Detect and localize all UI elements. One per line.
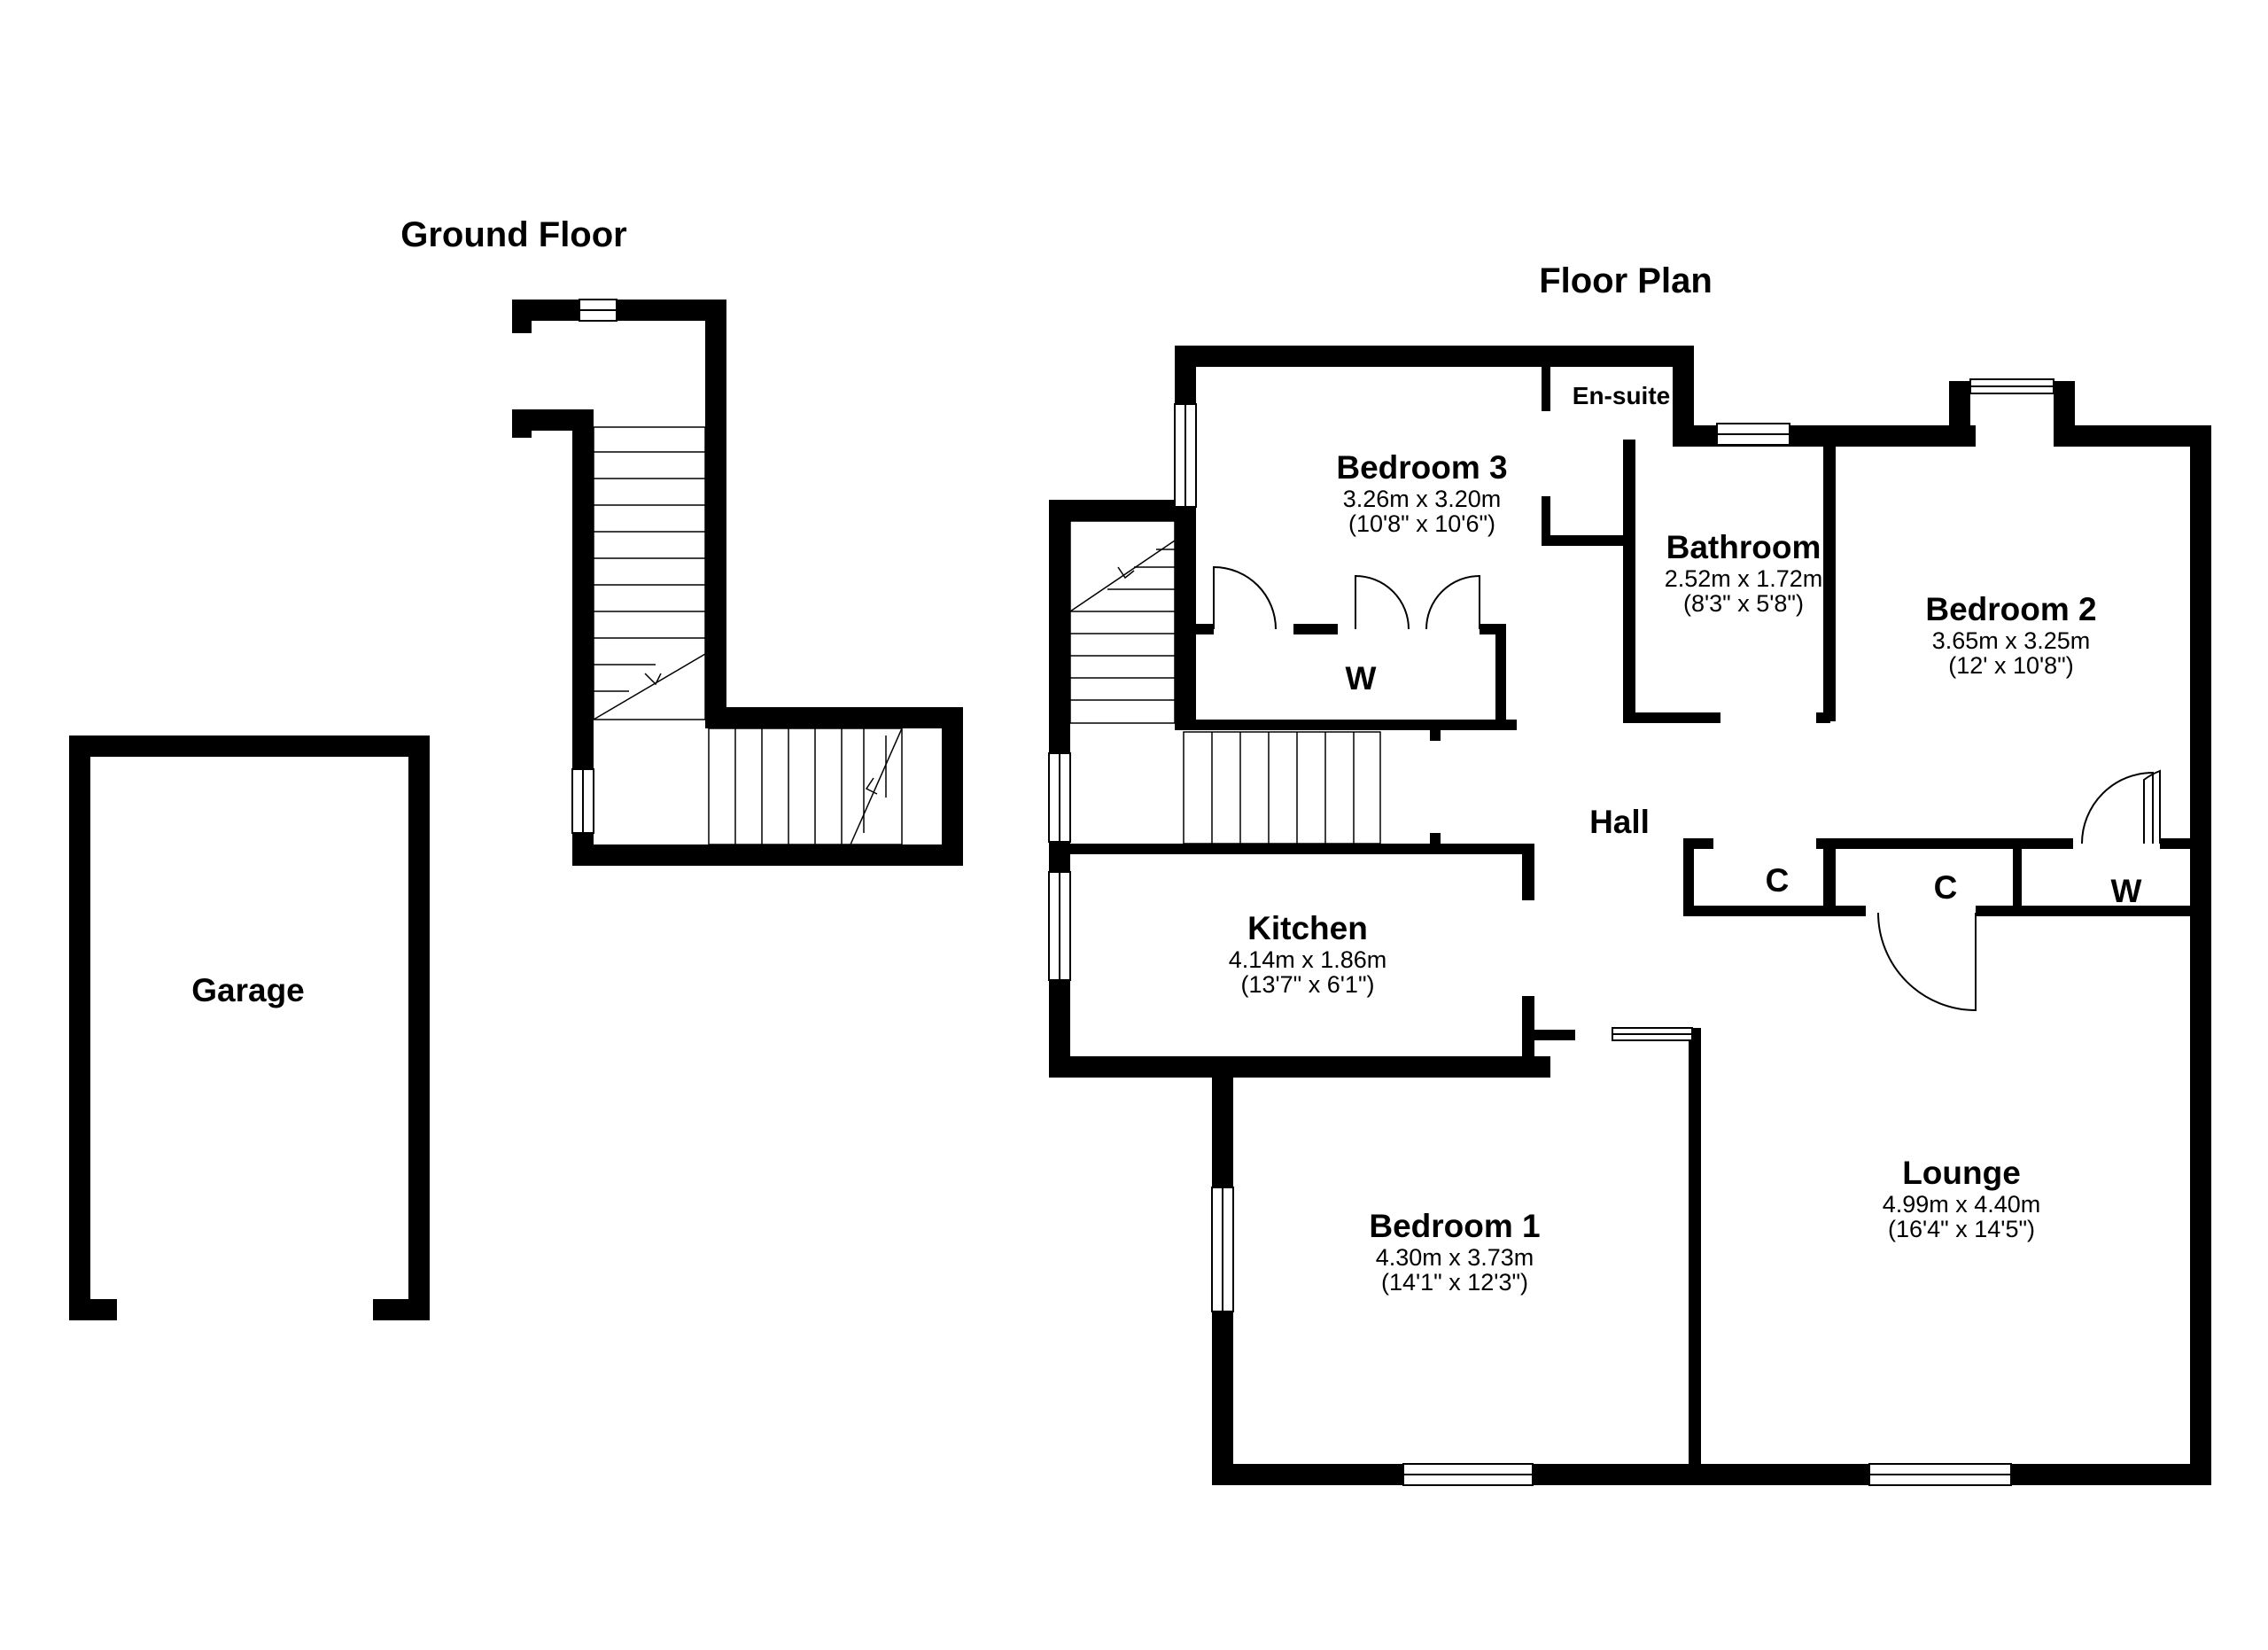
lounge-metric: 4.99m x 4.40m bbox=[1883, 1191, 2041, 1218]
ground-floor-staircase bbox=[593, 426, 903, 845]
bedroom2-imperial: (12' x 10'8") bbox=[1948, 652, 2073, 679]
bathroom-name: Bathroom bbox=[1666, 529, 1821, 565]
bedroom3-metric: 3.26m x 3.20m bbox=[1343, 486, 1502, 512]
bathroom-imperial: (8'3" x 5'8") bbox=[1683, 590, 1804, 617]
kitchen-metric: 4.14m x 1.86m bbox=[1229, 946, 1387, 973]
bedroom3-name: Bedroom 3 bbox=[1336, 449, 1507, 486]
lounge-name: Lounge bbox=[1902, 1155, 2021, 1191]
floor-plan-doors bbox=[1213, 565, 2161, 1012]
bathroom-metric: 2.52m x 1.72m bbox=[1665, 565, 1823, 592]
ground-floor-title: Ground Floor bbox=[400, 215, 627, 254]
bed2-wardrobe-label: W bbox=[2111, 873, 2142, 909]
ground-floor-windows bbox=[571, 299, 617, 834]
bedroom1-name: Bedroom 1 bbox=[1369, 1208, 1540, 1244]
floor-plan-title: Floor Plan bbox=[1539, 261, 1713, 300]
bedroom2-metric: 3.65m x 3.25m bbox=[1932, 627, 2091, 654]
lounge-imperial: (16'4" x 14'5") bbox=[1888, 1216, 2035, 1242]
kitchen-name: Kitchen bbox=[1247, 910, 1368, 946]
bedroom1-metric: 4.30m x 3.73m bbox=[1376, 1244, 1534, 1271]
floor-plan-staircase bbox=[1069, 520, 1381, 844]
ground-floor-walls bbox=[512, 300, 963, 866]
hall-label: Hall bbox=[1589, 804, 1650, 840]
garage-label: Garage bbox=[191, 972, 305, 1008]
cupboard-1-label: C bbox=[1766, 862, 1790, 899]
bedroom1-imperial: (14'1" x 12'3") bbox=[1381, 1269, 1528, 1296]
cupboard-2-label: C bbox=[1934, 869, 1958, 906]
bed3-wardrobe-label: W bbox=[1346, 660, 1377, 697]
floor-plan-walls bbox=[1049, 346, 2211, 1485]
garage-walls bbox=[69, 735, 430, 1320]
bedroom2-name: Bedroom 2 bbox=[1925, 591, 2096, 627]
floor-plan-windows bbox=[1048, 378, 2054, 1486]
bedroom3-imperial: (10'8" x 10'6") bbox=[1348, 510, 1495, 537]
en-suite-label: En-suite bbox=[1573, 382, 1670, 409]
kitchen-imperial: (13'7" x 6'1") bbox=[1240, 971, 1374, 998]
